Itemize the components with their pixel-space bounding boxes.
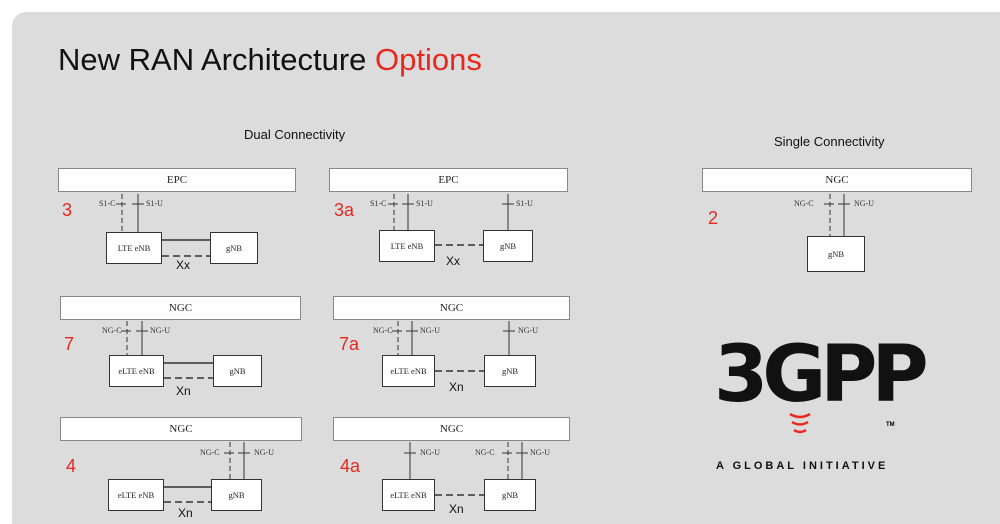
iface-ngc-7a: NG-C bbox=[373, 326, 393, 335]
iface-xn-7a: Xn bbox=[449, 380, 464, 394]
trademark: TM bbox=[886, 422, 895, 428]
iface-ngu-4a: NG-U bbox=[530, 448, 550, 457]
iface-ngu-7: NG-U bbox=[150, 326, 170, 335]
title-accent: Options bbox=[375, 42, 482, 77]
option-label-7a: 7a bbox=[339, 334, 360, 354]
core-epc-3a: EPC bbox=[329, 168, 568, 192]
iface-s1u-3a: S1-U bbox=[416, 199, 433, 208]
node-gnb-3: gNB bbox=[210, 232, 258, 264]
node-elte-enb-4a: eLTE eNB bbox=[382, 479, 435, 511]
tagline: A GLOBAL INITIATIVE bbox=[716, 460, 889, 472]
core-ngc-7a: NGC bbox=[333, 296, 570, 320]
slide: New RAN Architecture Options Dual Connec… bbox=[12, 12, 1000, 524]
node-gnb-7a: gNB bbox=[484, 355, 536, 387]
option-label-2: 2 bbox=[708, 208, 719, 228]
core-ngc-4: NGC bbox=[60, 417, 302, 441]
section-dual-connectivity: Dual Connectivity bbox=[244, 127, 346, 142]
page-title: New RAN Architecture Options bbox=[58, 42, 482, 78]
iface-s1u-3a-gnb: S1-U bbox=[516, 199, 533, 208]
option-label-4: 4 bbox=[66, 456, 77, 476]
3gpp-logo: 3GPP bbox=[714, 330, 929, 420]
core-ngc-4a: NGC bbox=[333, 417, 570, 441]
iface-ngc-4: NG-C bbox=[200, 448, 220, 457]
iface-ngu-7a-gnb: NG-U bbox=[518, 326, 538, 335]
iface-ngu-2: NG-U bbox=[854, 199, 874, 208]
iface-ngc-4a: NG-C bbox=[475, 448, 495, 457]
option-label-4a: 4a bbox=[340, 456, 361, 476]
option-label-3: 3 bbox=[62, 200, 73, 220]
title-main: New RAN Architecture bbox=[58, 42, 367, 77]
iface-xn-7: Xn bbox=[176, 384, 191, 398]
node-gnb-7: gNB bbox=[213, 355, 262, 387]
iface-ngc-2: NG-C bbox=[794, 199, 814, 208]
option-label-7: 7 bbox=[64, 334, 75, 354]
iface-s1u-3: S1-U bbox=[146, 199, 163, 208]
node-elte-enb-7a: eLTE eNB bbox=[382, 355, 435, 387]
section-single-connectivity: Single Connectivity bbox=[774, 134, 885, 149]
iface-xn-4: Xn bbox=[178, 506, 193, 520]
iface-ngc-7: NG-C bbox=[102, 326, 122, 335]
iface-xn-4a: Xn bbox=[449, 502, 464, 516]
iface-ngu-4a-enb: NG-U bbox=[420, 448, 440, 457]
radio-waves-icon bbox=[789, 412, 811, 434]
iface-s1c-3a: S1-C bbox=[370, 199, 387, 208]
iface-xx-3: Xx bbox=[176, 258, 191, 272]
iface-s1c-3: S1-C bbox=[99, 199, 116, 208]
node-gnb-4a: gNB bbox=[484, 479, 536, 511]
core-epc-3: EPC bbox=[58, 168, 296, 192]
core-ngc-2: NGC bbox=[702, 168, 972, 192]
node-lte-enb-3: LTE eNB bbox=[106, 232, 162, 264]
core-ngc-7: NGC bbox=[60, 296, 301, 320]
iface-ngu-7a: NG-U bbox=[420, 326, 440, 335]
node-lte-enb-3a: LTE eNB bbox=[379, 230, 435, 262]
option-label-3a: 3a bbox=[334, 200, 355, 220]
iface-ngu-4: NG-U bbox=[254, 448, 274, 457]
node-elte-enb-4: eLTE eNB bbox=[108, 479, 164, 511]
node-elte-enb-7: eLTE eNB bbox=[109, 355, 164, 387]
iface-xx-3a: Xx bbox=[446, 254, 461, 268]
node-gnb-2: gNB bbox=[807, 236, 865, 272]
node-gnb-3a: gNB bbox=[483, 230, 533, 262]
node-gnb-4: gNB bbox=[211, 479, 262, 511]
